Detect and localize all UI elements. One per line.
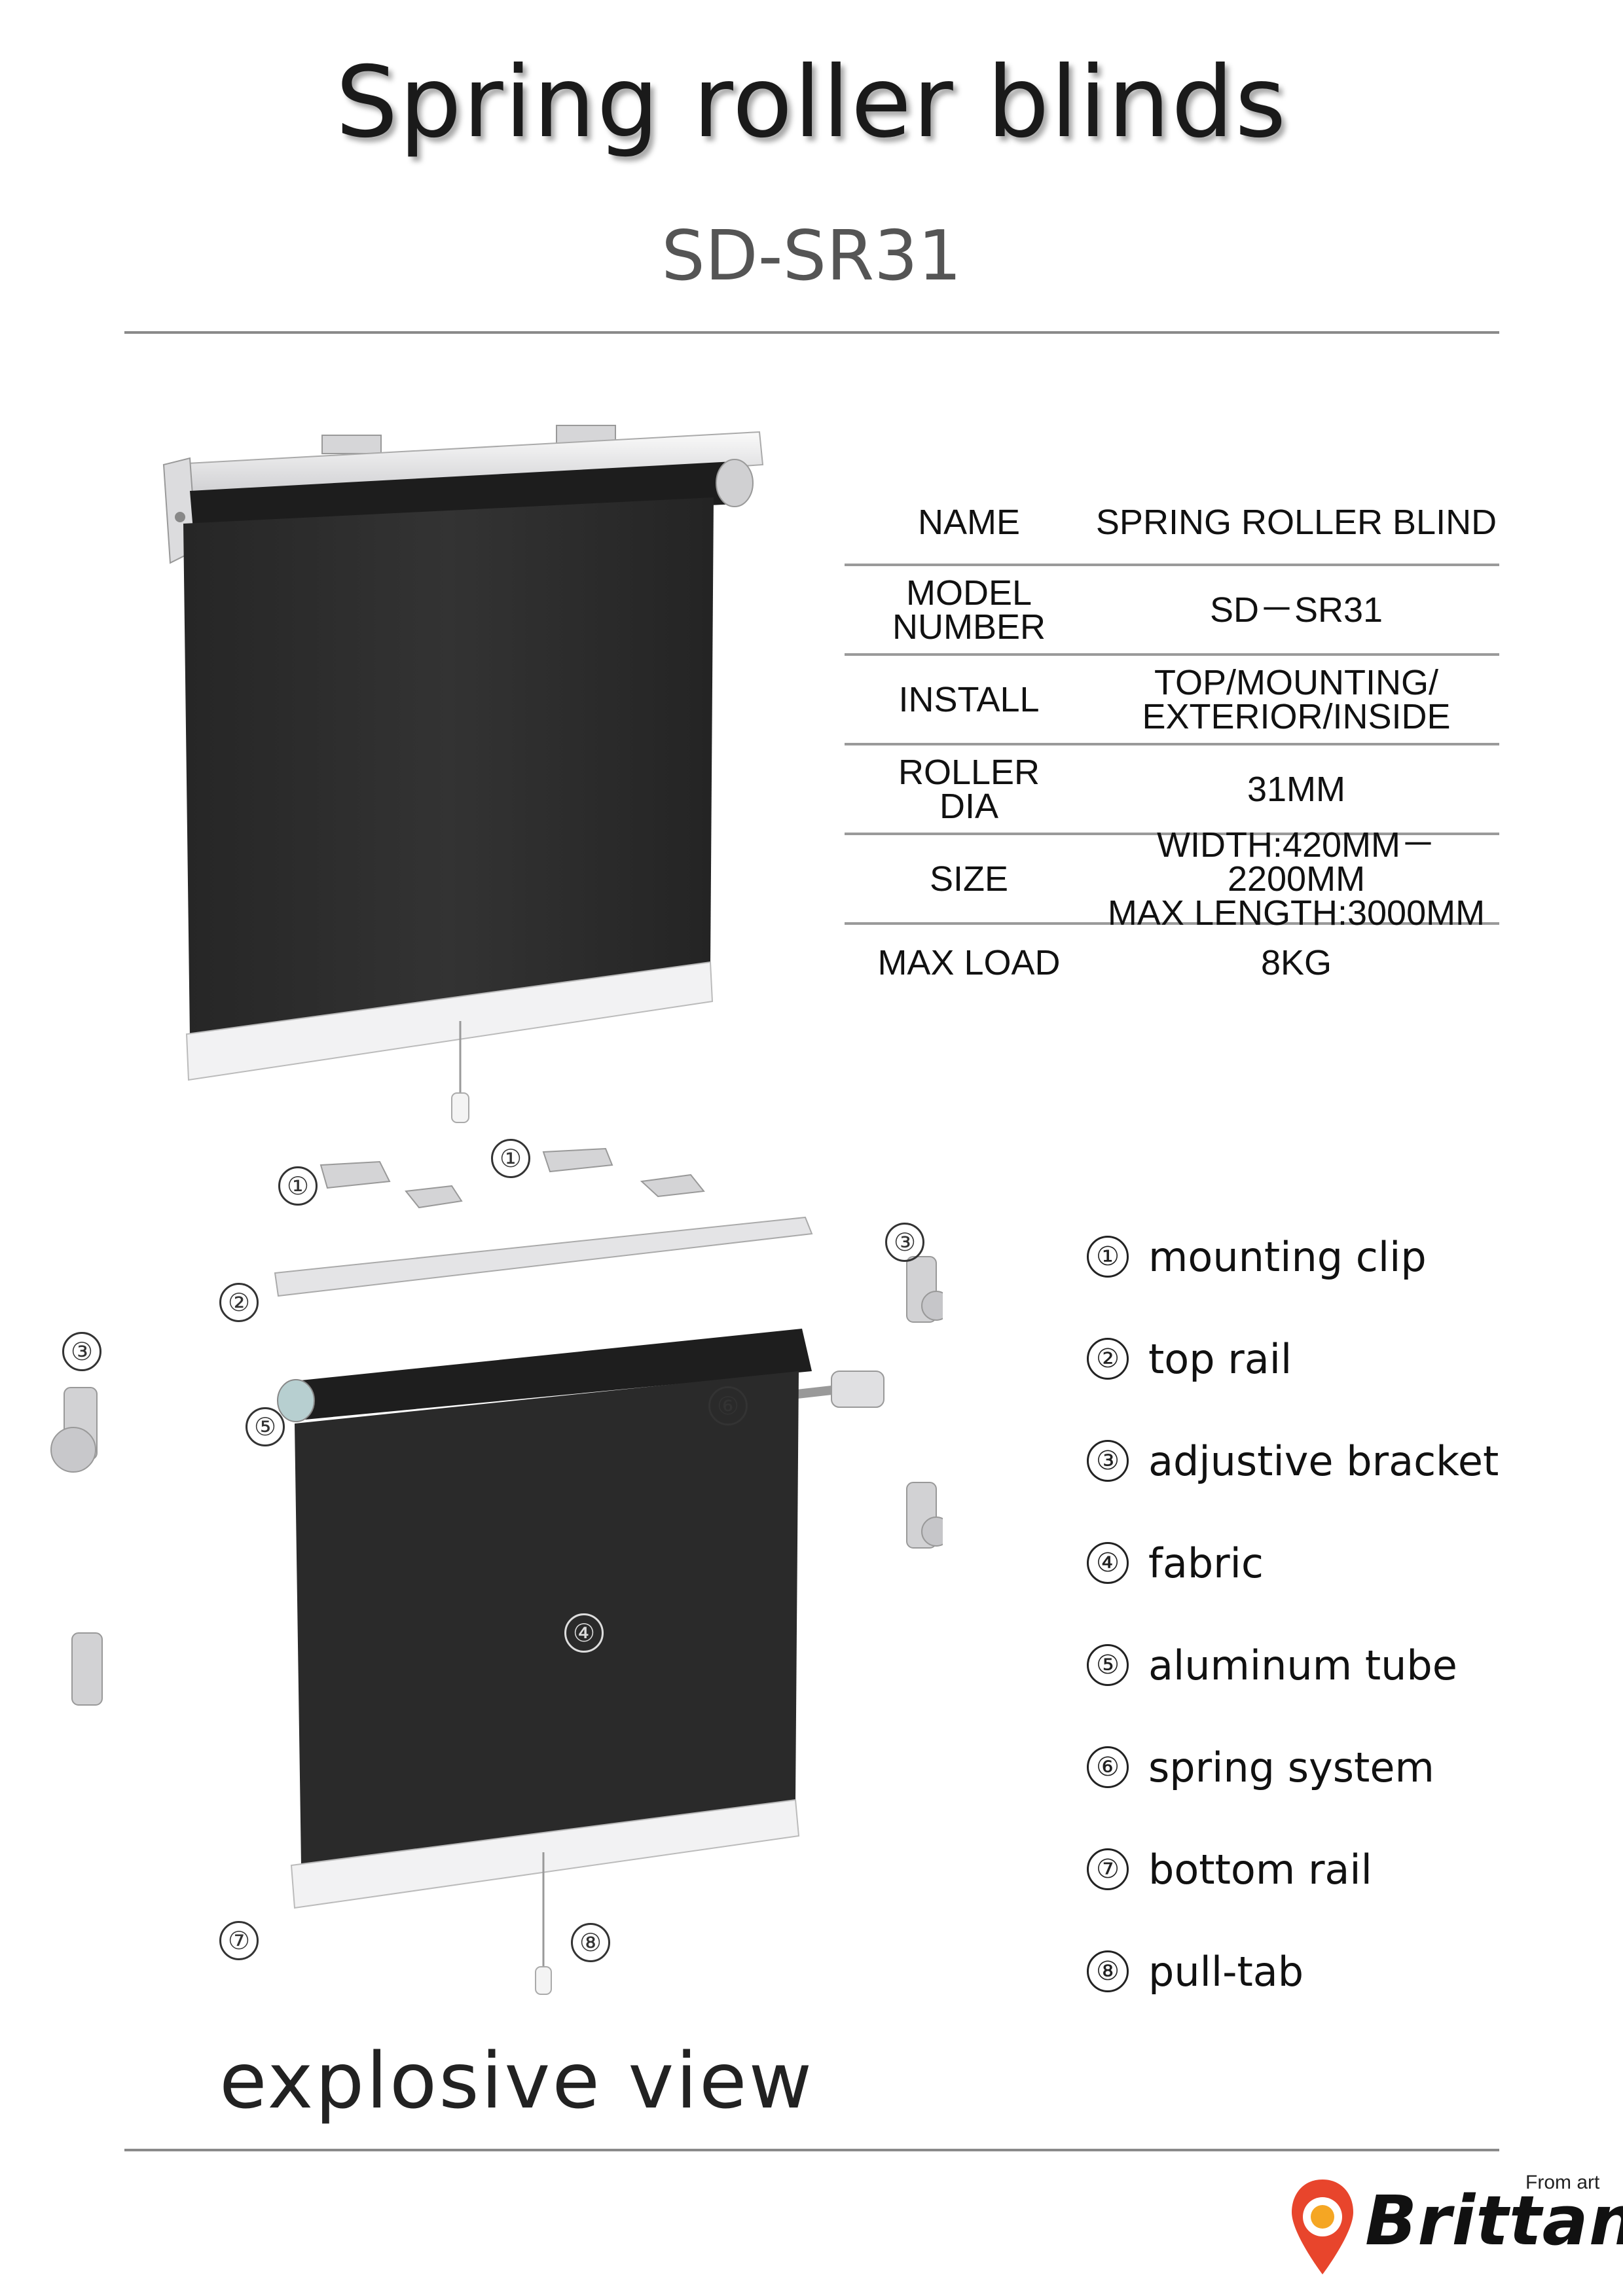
spec-name: MODEL NUMBER (892, 573, 1046, 647)
brand-name: Brittany (1365, 2181, 1623, 2261)
spec-row: INSTALL TOP/MOUNTING/ EXTERIOR/INSIDE (845, 656, 1499, 745)
spec-row: MODEL NUMBER SD－SR31 (845, 566, 1499, 656)
legend-label: top rail (1148, 1335, 1292, 1383)
spec-value: 31MM (1247, 769, 1346, 809)
callout-fabric: ④ (564, 1613, 604, 1653)
legend-item: ⑦ bottom rail (1087, 1843, 1372, 1895)
callout-top-rail: ② (219, 1283, 259, 1322)
spec-name: MAX LOAD (877, 942, 1061, 982)
callout-mounting-clip: ① (278, 1166, 318, 1206)
spec-value: SPRING ROLLER BLIND (1095, 503, 1497, 542)
legend-label: aluminum tube (1148, 1641, 1457, 1689)
legend-item: ④ fabric (1087, 1537, 1264, 1589)
brand-logo-icon (1292, 2179, 1353, 2274)
spec-value: 8KG (1260, 942, 1332, 982)
spec-row: ROLLER DIA 31MM (845, 745, 1499, 835)
legend-item: ① mounting clip (1087, 1230, 1427, 1283)
callout-bottom-rail: ⑦ (219, 1921, 259, 1960)
legend-item: ③ adjustive bracket (1087, 1435, 1499, 1487)
legend-number: ① (1087, 1236, 1129, 1278)
model-subtitle: SD-SR31 (661, 216, 962, 296)
legend-item: ⑤ aluminum tube (1087, 1639, 1457, 1691)
spec-name: INSTALL (898, 679, 1040, 719)
brand-tagline: From art (1525, 2172, 1600, 2193)
legend-label: bottom rail (1148, 1845, 1372, 1893)
callout-spring-system: ⑥ (708, 1386, 748, 1426)
legend-label: fabric (1148, 1539, 1264, 1587)
legend-number: ③ (1087, 1440, 1129, 1482)
spec-row: NAME SPRING ROLLER BLIND (845, 481, 1499, 566)
legend-number: ⑤ (1087, 1644, 1129, 1686)
legend-item: ② top rail (1087, 1333, 1292, 1385)
legend-number: ⑥ (1087, 1746, 1129, 1788)
exploded-view-illustration (50, 1147, 943, 1995)
legend-label: mounting clip (1148, 1232, 1427, 1281)
footer-divider (124, 2149, 1499, 2151)
legend-number: ② (1087, 1338, 1129, 1380)
header-divider (124, 331, 1499, 334)
callout-aluminum-tube: ⑤ (246, 1407, 285, 1446)
callout-pull-tab: ⑧ (571, 1923, 610, 1962)
explosive-view-caption: explosive view (219, 2036, 814, 2126)
callout-adjustive-bracket: ③ (885, 1223, 924, 1262)
callout-adjustive-bracket: ③ (62, 1332, 101, 1371)
legend-label: adjustive bracket (1148, 1437, 1499, 1485)
spec-name: ROLLER DIA (898, 752, 1040, 826)
legend-number: ⑧ (1087, 1950, 1129, 1992)
legend-number: ④ (1087, 1542, 1129, 1584)
legend-item: ⑥ spring system (1087, 1741, 1434, 1793)
spec-value: TOP/MOUNTING/ EXTERIOR/INSIDE (1142, 662, 1451, 736)
page-title: Spring roller blinds (335, 46, 1288, 160)
legend-number: ⑦ (1087, 1848, 1129, 1890)
spec-name: NAME (917, 503, 1020, 542)
spec-value: SD－SR31 (1209, 590, 1383, 630)
spec-row: MAX LOAD 8KG (845, 925, 1499, 1000)
spec-row: SIZE WIDTH:420MM－2200MM MAX LENGTH:3000M… (845, 827, 1499, 931)
assembled-blind-illustration (162, 425, 764, 1123)
legend-item: ⑧ pull-tab (1087, 1945, 1304, 1998)
callout-mounting-clip: ① (491, 1139, 530, 1178)
spec-value: WIDTH:420MM－2200MM MAX LENGTH:3000MM (1107, 825, 1486, 933)
legend-label: spring system (1148, 1743, 1434, 1791)
spec-name: SIZE (929, 859, 1009, 899)
legend-label: pull-tab (1148, 1947, 1304, 1996)
